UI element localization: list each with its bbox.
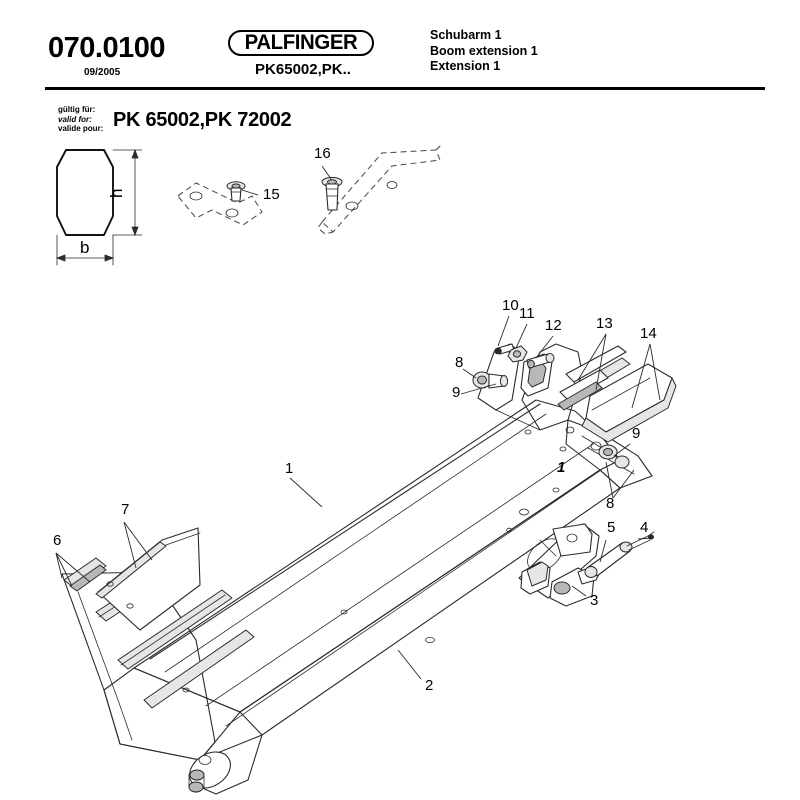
validity-label-german: gültig für: [58, 105, 96, 114]
callout-7: 7 [121, 501, 129, 518]
callout-15: 15 [263, 186, 280, 203]
part-8-9-bushing [472, 371, 509, 389]
validity-models: PK 65002,PK 72002 [113, 109, 292, 131]
callout-8-upper: 8 [455, 354, 463, 371]
callout-9-upper: 9 [452, 384, 460, 401]
header-divider [45, 87, 765, 90]
boom-head-bracket [477, 343, 653, 489]
profile-cross-section [55, 148, 143, 266]
validity-label-english: valid for: [58, 114, 92, 124]
profile-height-label: h [107, 189, 126, 198]
callout-11: 11 [519, 305, 535, 322]
callout-5: 5 [607, 519, 615, 536]
hydraulic-cylinder-body [518, 523, 601, 607]
logo-text: PALFINGER [244, 31, 358, 54]
callout-14: 14 [640, 325, 657, 342]
title-german: Schubarm 1 [430, 28, 502, 42]
document-header: 070.0100 09/2005 PALFINGER PK65002,PK.. … [0, 0, 800, 90]
logo-border [228, 30, 374, 56]
profile-width-label: b [80, 238, 89, 257]
callout-leader-lines [55, 165, 661, 680]
callout-1: 1 [285, 460, 293, 477]
title-english: Boom extension 1 [430, 43, 538, 58]
boom-extension-body [61, 399, 621, 761]
callout-8-lower: 8 [606, 495, 614, 512]
part-6-wear-pads [63, 557, 134, 609]
part-7-slide-plate [95, 527, 201, 631]
validity-label-french: valide pour: [58, 124, 104, 133]
callout-10: 10 [502, 297, 519, 314]
part-16-assembly [317, 144, 442, 235]
callout-12: 12 [545, 317, 562, 334]
part-5-pin [584, 541, 633, 578]
part-14-slide-plate [581, 363, 677, 443]
title-block: Schubarm 1 Boom extension 1 Extension 1 [430, 28, 538, 75]
callout-1-head: 1 [557, 459, 565, 476]
part-13-slide-plate [557, 345, 631, 411]
title-french: Extension 1 [430, 59, 501, 73]
callout-4: 4 [640, 519, 648, 536]
callout-2: 2 [425, 677, 433, 694]
callout-3: 3 [590, 592, 598, 609]
part-12-bolt [526, 353, 555, 369]
part-11-nut [507, 345, 528, 363]
callout-13: 13 [596, 315, 613, 332]
part-4-split-pin [626, 531, 655, 551]
logo-model-subtitle: PK65002,PK.. [255, 61, 351, 78]
validity-labels: gültig für: valid for: valide pour: [58, 105, 103, 134]
part-15-assembly [177, 181, 263, 226]
document-date: 09/2005 [84, 67, 121, 78]
hydraulic-cylinder-rod-end [188, 734, 263, 795]
callout-6: 6 [53, 532, 61, 549]
callout-16: 16 [314, 145, 331, 162]
callout-9-lower: 9 [632, 425, 640, 442]
part-10-bolt [494, 343, 515, 355]
document-number: 070.0100 [48, 32, 165, 64]
palfinger-logo: PALFINGER [228, 30, 378, 58]
